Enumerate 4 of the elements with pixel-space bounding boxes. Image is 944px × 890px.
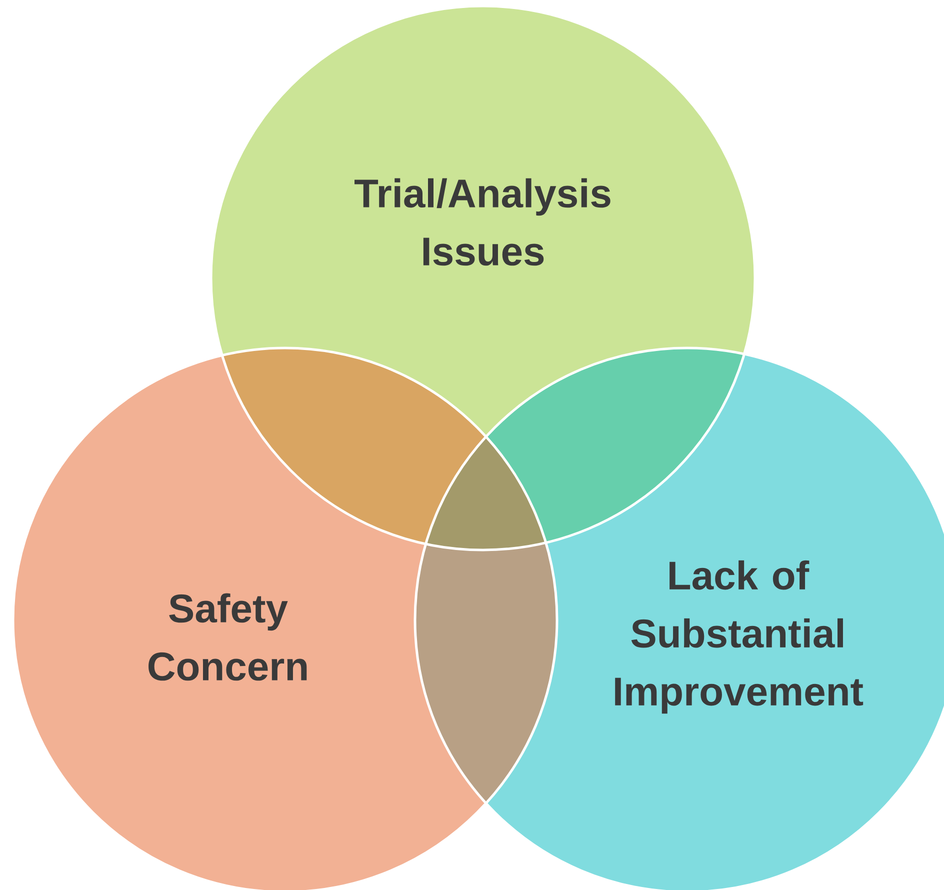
circle-label: Safety Concern: [148, 593, 307, 681]
circle-label: Lack of Substantial Improvement: [615, 560, 864, 714]
circle-label: Trial/Analysis Issues: [354, 178, 610, 266]
venn-circle: [210, 4, 756, 552]
